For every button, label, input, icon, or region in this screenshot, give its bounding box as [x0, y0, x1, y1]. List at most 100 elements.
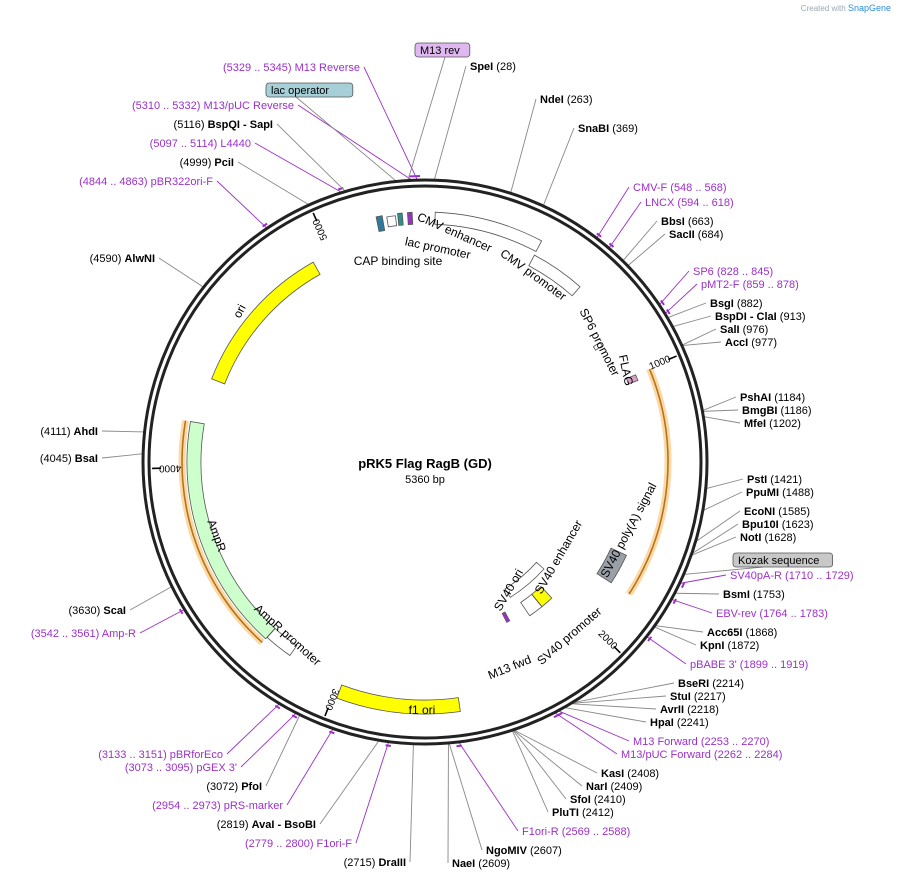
- feature-sv40-promoter: [504, 561, 545, 598]
- primer-mark-cmvf: [596, 232, 602, 238]
- label-bspdi: BspDI - ClaI (913): [715, 311, 805, 323]
- primer-mark-pbr322: [262, 222, 268, 228]
- connector-sv40par: [679, 574, 727, 584]
- feature-label-flag: FLAG: [616, 353, 636, 387]
- label-ngomiv: NgoMIV (2607): [486, 845, 562, 857]
- feature-label-sv40-enhancer: SV40 enhancer: [532, 518, 585, 597]
- feature-f1-ori: [336, 684, 461, 715]
- label-bspqi: (5116) BspQI - SapI: [174, 119, 273, 131]
- primer-mark-lncx: [608, 242, 615, 248]
- connector-mfei: [703, 416, 741, 424]
- connector-bsgi: [667, 302, 707, 319]
- connector-kpni: [653, 626, 697, 646]
- label-ampr: (3542 .. 3561) Amp-R: [31, 628, 136, 640]
- label-mfei: MfeI (1202): [744, 418, 801, 430]
- label-noti: NotI (1628): [740, 532, 796, 544]
- label-pfoi: (3072) PfoI: [206, 781, 262, 793]
- label-ebvrev: EBV-rev (1764 .. 1783): [716, 608, 828, 620]
- tick-label-3000: 3000: [322, 687, 341, 712]
- label-lacop: lac operator: [271, 85, 329, 97]
- connector-m13fwd: [557, 710, 630, 742]
- primer-mark-pbabe3: [647, 636, 653, 642]
- connector-ndei: [510, 98, 537, 194]
- feature-cap-binding-site: [375, 215, 386, 233]
- label-sv40par: SV40pA-R (1710 .. 1729): [730, 570, 854, 582]
- tick-1000: [667, 355, 677, 361]
- label-m13puc: M13/pUC Forward (2262 .. 2284): [621, 749, 782, 761]
- connector-kozak: [683, 566, 764, 575]
- label-prsmarker: (2954 .. 2973) pRS-marker: [152, 800, 283, 812]
- connector-sfoi: [512, 729, 567, 800]
- connector-bspqi: [276, 123, 346, 192]
- connector-lncx: [608, 201, 642, 249]
- connector-kasi: [513, 729, 598, 774]
- feature-m13-fwd: [501, 611, 511, 623]
- label-pmt2f: pMT2-F (859 .. 878): [701, 279, 799, 291]
- label-naei: NaeI (2609): [452, 858, 510, 870]
- connector-ahdi: [101, 430, 145, 433]
- label-sali: SalI (976): [720, 324, 768, 336]
- label-snabi: SnaBI (369): [578, 123, 638, 135]
- connector-noti: [690, 536, 737, 556]
- label-bseri: BseRI (2214): [678, 678, 744, 690]
- connector-cmvf: [596, 186, 630, 239]
- feature-sv40-enhancer: [520, 593, 543, 617]
- box-kozak: [732, 552, 833, 568]
- primer-mark-sv40par: [681, 582, 686, 589]
- connector-snabi: [542, 127, 575, 207]
- connector-acc65i: [654, 625, 704, 633]
- feature-label-cap-binding-site: CAP binding site: [354, 254, 443, 268]
- connector-pluti: [511, 730, 549, 813]
- label-ahdi: (4111) AhdI: [40, 426, 98, 438]
- connector-sp6: [658, 270, 690, 306]
- label-sacii: SacII (684): [669, 229, 723, 241]
- connector-scai: [129, 586, 173, 611]
- label-bsmi: BsmI (1753): [723, 589, 785, 601]
- label-nari: NarI (2409): [586, 781, 642, 793]
- tick-label-4000: 4000: [158, 462, 181, 474]
- label-lncx: LNCX (594 .. 618): [645, 197, 734, 209]
- connector-ppumi: [702, 491, 743, 512]
- feature-ampr: [186, 421, 276, 640]
- connector-avrii: [570, 703, 657, 710]
- connector-pcii: [237, 161, 310, 206]
- box-lacop: [265, 82, 354, 98]
- connector-bspdi: [672, 315, 712, 328]
- label-bsai: (4045) BsaI: [40, 453, 98, 465]
- plasmid-name: pRK5 Flag RagB (GD): [358, 456, 492, 471]
- connector-pshai: [702, 396, 737, 412]
- label-bmgbi: BmgBI (1186): [742, 405, 811, 417]
- feature-label-ori: ori: [230, 302, 249, 320]
- label-m13fwd: M13 Forward (2253 .. 2270): [633, 736, 769, 748]
- connector-f1orif: [355, 741, 390, 844]
- label-ppumi: PpuMI (1488): [746, 487, 814, 499]
- label-m13reverse: (5329 .. 5345) M13 Reverse: [223, 62, 360, 74]
- label-acci: AccI (977): [725, 337, 777, 349]
- connector-l4440: [254, 142, 343, 193]
- label-spei: SpeI (28): [470, 61, 516, 73]
- label-pshai: PshAI (1184): [740, 392, 805, 404]
- connector-psti: [705, 478, 744, 490]
- connector-nari: [512, 729, 583, 787]
- label-sp6: SP6 (828 .. 845): [693, 266, 773, 278]
- connector-acci: [681, 341, 722, 347]
- feature-m13-rev: [407, 211, 414, 226]
- feature-lac-promoter: [386, 215, 398, 228]
- label-avai: (2819) AvaI - BsoBI: [217, 819, 316, 831]
- connector-m13pucrev: [297, 104, 413, 181]
- connector-prsmarker: [286, 728, 334, 806]
- label-scai: (3630) ScaI: [69, 605, 127, 617]
- snapgene-credit: Created with SnapGene: [801, 3, 891, 13]
- connector-f1orir: [458, 741, 519, 832]
- label-pcii: (4999) PciI: [180, 157, 234, 169]
- feature-flag: [625, 374, 639, 385]
- label-psti: PstI (1421): [747, 474, 802, 486]
- connector-bsmi: [674, 592, 720, 595]
- label-bsgi: BsgI (882): [710, 298, 763, 310]
- primer-mark-sp6: [660, 299, 665, 306]
- label-f1orir: F1ori-R (2569 .. 2588): [522, 826, 630, 838]
- connector-m13rev: [407, 56, 446, 181]
- primer-mark-f1orif: [385, 744, 392, 747]
- orf-arc-line-1: [181, 420, 263, 644]
- feature-lac-operator: [397, 212, 404, 226]
